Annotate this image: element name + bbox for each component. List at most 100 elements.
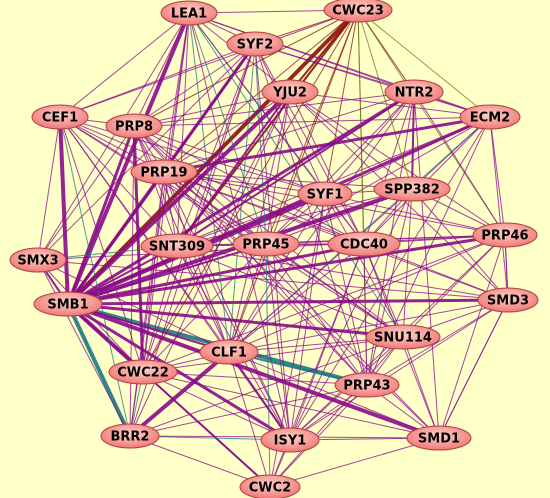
node-syf2[interactable]: SYF2 [226, 31, 284, 57]
edge-cwc23-prp19 [163, 9, 359, 173]
node-shape[interactable] [472, 222, 538, 248]
edge-snt309-cwc22 [142, 245, 178, 373]
node-cwc23[interactable]: CWC23 [323, 0, 393, 23]
node-shape[interactable] [477, 287, 539, 313]
node-prp46[interactable]: PRP46 [472, 222, 538, 248]
node-shape[interactable] [261, 79, 319, 105]
node-shape[interactable] [334, 372, 400, 398]
node-shape[interactable] [327, 231, 401, 257]
node-isy1[interactable]: ISY1 [260, 427, 320, 453]
node-prp45[interactable]: PRP45 [232, 231, 300, 257]
node-prp8[interactable]: PRP8 [105, 113, 163, 139]
node-shape[interactable] [108, 359, 178, 385]
node-ntr2[interactable]: NTR2 [384, 79, 444, 105]
edge-prp19-isy1 [163, 171, 291, 441]
edge-ntr2-snt309 [176, 91, 415, 247]
node-spp382[interactable]: SPP382 [373, 176, 451, 202]
edge-yju2-prp8 [133, 91, 291, 127]
node-shape[interactable] [9, 247, 67, 273]
node-brr2[interactable]: BRR2 [100, 423, 160, 449]
edge-yju2-cdc40 [289, 91, 365, 245]
node-ecm2[interactable]: ECM2 [459, 104, 521, 130]
node-shape[interactable] [297, 181, 353, 207]
node-shape[interactable] [31, 104, 89, 130]
node-prp43[interactable]: PRP43 [334, 372, 400, 398]
node-shape[interactable] [239, 474, 301, 498]
node-smb1[interactable]: SMB1 [33, 291, 103, 317]
node-shape[interactable] [130, 159, 198, 185]
edge-lea1-cef1 [59, 12, 190, 118]
edge-smb1-smd1 [67, 302, 440, 440]
edge-snu114-smd1 [402, 336, 440, 439]
node-syf1[interactable]: SYF1 [297, 181, 353, 207]
node-smd3[interactable]: SMD3 [477, 287, 539, 313]
node-shape[interactable] [365, 324, 441, 350]
node-shape[interactable] [406, 425, 472, 451]
node-shape[interactable] [459, 104, 521, 130]
edge-syf2-snt309 [176, 43, 256, 247]
node-cwc22[interactable]: CWC22 [108, 359, 178, 385]
node-shape[interactable] [140, 233, 214, 259]
edge-cwc23-syf1 [324, 9, 359, 195]
node-shape[interactable] [160, 0, 218, 26]
edge-spp382-snu114 [402, 188, 413, 338]
edge-clf1-smd1 [228, 351, 440, 439]
node-lea1[interactable]: LEA1 [160, 0, 218, 26]
edge-prp19-brr2 [129, 171, 165, 437]
node-shape[interactable] [260, 427, 320, 453]
edge-smb1-prp45 [67, 243, 267, 305]
node-cwc2[interactable]: CWC2 [239, 474, 301, 498]
node-snu114[interactable]: SNU114 [365, 324, 441, 350]
edge-ntr2-syf1 [324, 91, 415, 195]
node-yju2[interactable]: YJU2 [261, 79, 319, 105]
edge-spp382-smd3 [411, 188, 509, 301]
edge-prp46-smd1 [438, 234, 506, 439]
edge-yju2-ecm2 [289, 91, 491, 118]
edge-lea1-snt309 [176, 12, 190, 247]
node-shape[interactable] [226, 31, 284, 57]
edge-smx3-brr2 [37, 259, 131, 437]
edge-cwc23-prp46 [357, 9, 506, 236]
node-shape[interactable] [100, 423, 160, 449]
node-snt309[interactable]: SNT309 [140, 233, 214, 259]
edge-syf2-prp45 [254, 43, 267, 245]
edge-clf1-brr2 [128, 350, 231, 438]
node-cdc40[interactable]: CDC40 [327, 231, 401, 257]
edge-ntr2-cdc40 [363, 91, 415, 245]
edge-cdc40-clf1 [228, 243, 365, 353]
edge-cdc40-prp43 [363, 243, 368, 386]
node-shape[interactable] [373, 176, 451, 202]
edge-cwc22-prp43 [142, 371, 368, 386]
node-shape[interactable] [384, 79, 444, 105]
edge-prp46-clf1 [228, 234, 506, 353]
edge-syf2-syf1 [254, 43, 326, 195]
edge-brr2-snu114 [129, 336, 404, 437]
edge-prp19-prp43 [163, 171, 368, 386]
edge-cef1-brr2 [59, 116, 131, 437]
edge-syf1-prp46 [324, 193, 506, 236]
node-cef1[interactable]: CEF1 [31, 104, 89, 130]
node-prp19[interactable]: PRP19 [130, 159, 198, 185]
node-smd1[interactable]: SMD1 [406, 425, 472, 451]
edge-ntr2-prp8 [133, 91, 415, 127]
edge-syf1-clf1 [228, 193, 326, 353]
node-smx3[interactable]: SMX3 [9, 247, 67, 273]
node-shape[interactable] [33, 291, 103, 317]
edge-cwc22-isy1 [142, 371, 291, 441]
edge-smd1-cwc2 [269, 437, 440, 488]
node-shape[interactable] [199, 339, 259, 365]
edge-syf2-prp8 [133, 43, 256, 127]
node-clf1[interactable]: CLF1 [199, 339, 259, 365]
edge-snt309-clf1 [176, 245, 230, 353]
edge-cwc22-snu114 [142, 336, 404, 373]
edge-smb1-snu114 [67, 302, 404, 339]
node-shape[interactable] [323, 0, 393, 23]
edge-syf2-cef1 [59, 43, 256, 118]
edge-lea1-cwc22 [142, 12, 190, 373]
edge-clf1-cwc2 [228, 351, 271, 488]
edge-syf2-ecm2 [254, 43, 491, 118]
node-shape[interactable] [232, 231, 300, 257]
node-shape[interactable] [105, 113, 163, 139]
edge-yju2-prp45 [265, 91, 291, 245]
